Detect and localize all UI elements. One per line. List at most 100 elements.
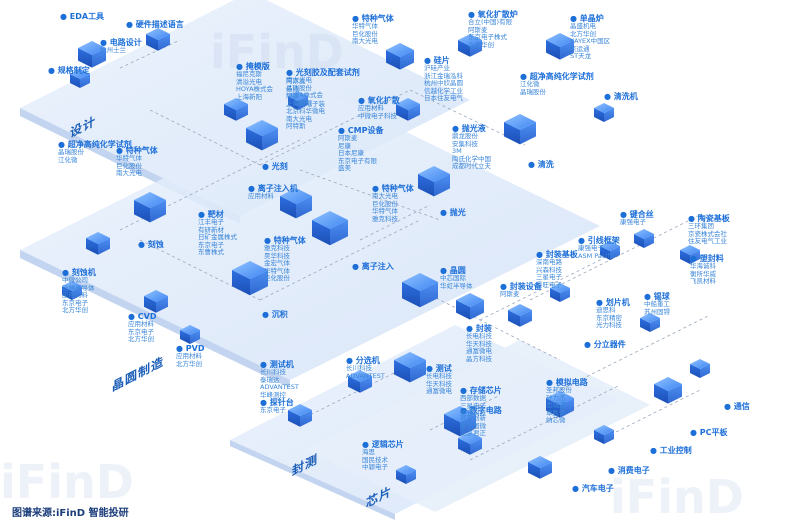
node-target: ● 靶材江丰电子有研新材日矿金属株式东京电子东曹株式: [198, 210, 237, 257]
node-spec: ● 规格制定: [48, 66, 90, 75]
company-name: 江丰电子: [198, 218, 224, 226]
company-name: 信越化学工业: [424, 86, 463, 95]
company-name: 上海新阳: [286, 98, 312, 107]
node-title: ● 规格制定: [48, 66, 90, 75]
node-title: ● 单晶炉: [570, 14, 604, 23]
equipment-cube-icon: [134, 192, 166, 223]
node-title: ● 氧化扩散炉: [468, 10, 518, 19]
node-title: ● 通信: [724, 402, 750, 411]
company-name: 佳能: [286, 84, 299, 93]
company-name: 福尼克斯: [236, 70, 262, 78]
company-name: 巨化股份: [116, 161, 142, 170]
company-name: 上海微电子装: [286, 99, 325, 108]
company-name: 泛林半导体: [62, 283, 95, 292]
node-ceramic: ● 陶瓷基板三环集团京瓷株式会社住友电气工业: [688, 214, 730, 246]
company-name: 泰瑞达: [260, 375, 280, 384]
company-name: 浙江金瑞泓科: [424, 71, 463, 80]
node-title: ● 封装设备: [500, 282, 542, 291]
node-title: ● 硅片: [424, 56, 450, 65]
equipment-cube-icon: [394, 352, 426, 383]
company-name: 华特气体: [264, 266, 290, 275]
company-name: 应用材料: [128, 320, 154, 328]
company-name: 雅克科技: [372, 214, 398, 223]
node-gas-l: ● 特种气体华特气体巨化股份南大光电: [116, 146, 158, 178]
node-gas-m: ● 特种气体南大光电巨化股份华特气体雅克科技: [372, 184, 414, 223]
company-name: 中船重工: [644, 300, 670, 308]
company-name: 苏州固锝: [644, 307, 670, 316]
node-title: ● 消费电子: [608, 466, 650, 475]
company-name: 西部数据: [460, 394, 486, 402]
company-name: 金宏气体: [264, 259, 290, 267]
node-circuit: ● 电路设计杭州士兰: [100, 38, 142, 55]
node-title: ● 电路设计: [100, 38, 142, 47]
node-ion-machine: ● 离子注入机应用材料: [248, 184, 298, 201]
node-title: ● 光刻: [262, 162, 288, 171]
node-pkg-sub: ● 封装基板深南电路兴森科技三星电子景旺电子: [536, 250, 578, 289]
node-clean: ● 清洗机: [604, 92, 638, 101]
company-name: 美光科技: [460, 409, 486, 417]
company-name: 东京电子: [62, 298, 88, 307]
node-etcher: ● 刻蚀机中微公司泛林半导体应用材料东京电子北方华创: [62, 268, 96, 315]
equipment-cube-icon: [288, 91, 308, 110]
node-title: ● 特种气体: [372, 184, 414, 193]
equipment-cube-icon: [86, 232, 110, 255]
node-litho-vendors: 阿斯麦佳能尼康上海微电子装北京科华微电南大光电阿特斯: [286, 77, 325, 131]
node-title: ● 数字电路: [460, 406, 502, 415]
node-gas-top: ● 特种气体华特气体巨化股份南大光电: [352, 14, 394, 46]
company-name: 三星电子: [536, 273, 562, 281]
node-title: ● 特种气体: [352, 14, 394, 23]
company-name: 通富微电: [426, 387, 452, 395]
company-name: 盛美: [338, 164, 351, 172]
node-wash: ● 清洗: [528, 160, 554, 169]
equipment-cube-icon: [62, 281, 82, 300]
equipment-cube-icon: [444, 406, 476, 437]
equipment-cube-icon: [680, 245, 700, 264]
node-title: ● 靶材: [198, 210, 224, 219]
company-name: 通富微电: [466, 347, 492, 355]
node-deposit: ● 沉积: [262, 310, 288, 319]
company-name: 南大光电: [286, 114, 312, 123]
company-name: KAYEX中国区: [570, 37, 611, 45]
equipment-cube-icon: [396, 98, 420, 121]
company-name: 东京电子: [198, 240, 224, 249]
company-name: 三环集团: [688, 222, 714, 230]
platform-chip: [305, 340, 650, 512]
company-name: 华特气体: [116, 154, 142, 162]
watermark: iFinD: [210, 25, 344, 79]
node-ultrachem-l: ● 超净高纯化学试剂晶瑞股份江化微: [58, 140, 132, 164]
company-name: 南大光电: [352, 37, 378, 45]
node-title: ● 离子注入机: [248, 184, 298, 193]
node-bond: ● 键合丝康强电子: [620, 210, 654, 227]
company-name: 南大光电: [372, 192, 398, 200]
node-title: ● 分立器件: [584, 340, 626, 349]
node-title: ● CMP设备: [338, 126, 384, 135]
company-name: 圣邦股份: [546, 386, 572, 394]
company-name: 东京电子有限: [338, 156, 377, 165]
node-comm: ● 通信: [724, 402, 750, 411]
node-title: ● 封装: [466, 324, 492, 333]
company-name: 陶氏化学中国: [452, 154, 491, 163]
company-name: 东京电子: [260, 406, 286, 414]
watermark: iFinD: [610, 470, 744, 524]
node-title: ● 工业控制: [650, 446, 692, 455]
node-title: ● 模拟电路: [546, 378, 588, 387]
node-industrial: ● 工业控制: [650, 446, 692, 455]
node-digital: ● 数字电路兆易创新紫光国微北京君正: [460, 406, 502, 438]
node-title: ● 划片机: [596, 298, 630, 307]
node-title: ● PVD: [176, 344, 205, 353]
company-name: 华海诚科: [690, 262, 716, 270]
company-name: 北方华创: [62, 306, 88, 314]
platform-wafer: [20, 95, 600, 388]
equipment-cube-icon: [348, 370, 372, 393]
company-name: 紫光国微: [460, 421, 486, 430]
node-title: ● 存储芯片: [460, 386, 502, 395]
equipment-cube-icon: [280, 188, 312, 219]
company-name: 海思: [362, 448, 375, 456]
company-name: 华天科技: [426, 379, 452, 388]
node-title: ● 锡球: [644, 292, 670, 301]
company-name: HOYA株式会: [286, 91, 324, 99]
